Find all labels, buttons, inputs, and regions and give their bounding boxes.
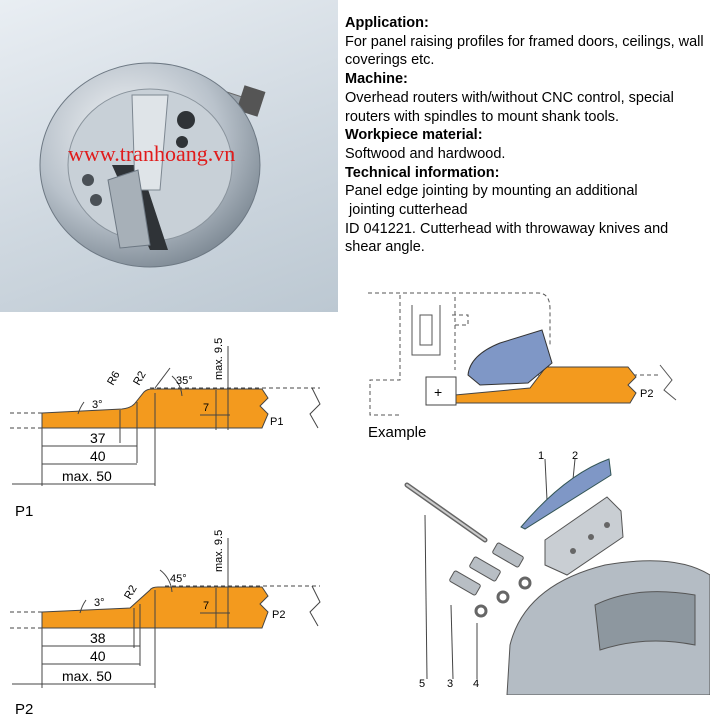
p1-tag: P1 bbox=[270, 416, 283, 428]
workpiece-text: Softwood and hardwood. bbox=[345, 145, 506, 162]
p1-dim-a: 37 bbox=[90, 430, 106, 446]
p2-dim-c: max. 50 bbox=[62, 668, 112, 684]
application-heading: Application: bbox=[345, 15, 429, 31]
p2-taper: 3° bbox=[94, 597, 105, 609]
p2-thickness: 7 bbox=[203, 600, 209, 612]
p1-angle: 35° bbox=[176, 375, 193, 387]
info-panel: Application: For panel raising profiles … bbox=[345, 14, 705, 257]
p1-dim-b: 40 bbox=[90, 448, 106, 464]
cutterhead-photo bbox=[0, 0, 338, 312]
p2-label: P2 bbox=[15, 701, 34, 718]
part-number-5: 5 bbox=[419, 678, 425, 690]
p2-angle: 45° bbox=[170, 573, 187, 585]
watermark-text: www.tranhoang.vn bbox=[68, 141, 236, 166]
exploded-gib bbox=[544, 496, 624, 576]
p1-thickness: 7 bbox=[203, 402, 209, 414]
p1-max-depth: max. 9.5 bbox=[213, 338, 225, 380]
example-tag: P2 bbox=[640, 388, 653, 400]
application-text: For panel raising profiles for framed do… bbox=[345, 33, 704, 69]
part-number-2: 2 bbox=[572, 450, 578, 462]
p1-taper: 3° bbox=[92, 399, 103, 411]
example-wood bbox=[454, 366, 637, 404]
cutterhead-illustration bbox=[39, 62, 266, 268]
workpiece-heading: Workpiece material: bbox=[345, 127, 483, 144]
machine-text: Overhead routers with/without CNC contro… bbox=[345, 89, 674, 125]
p2-r2: R2 bbox=[122, 583, 139, 601]
example-diagram: + P2 bbox=[368, 292, 677, 416]
p2-max-depth: max. 9.5 bbox=[213, 530, 225, 572]
p1-r2: R2 bbox=[131, 369, 148, 387]
p1-dim-c: max. 50 bbox=[62, 468, 112, 484]
profile-p2-drawing: 38 40 max. 50 3° 45° 7 P2 R2 max. 9.5 bbox=[10, 530, 321, 688]
example-knife bbox=[467, 329, 553, 386]
technical-text-1: Panel edge jointing by mounting an addit… bbox=[345, 183, 638, 200]
technical-text-3: ID 041221. Cutterhead with throwaway kni… bbox=[345, 220, 669, 256]
p2-tag: P2 bbox=[272, 609, 285, 621]
technical-text-2: jointing cutterhead bbox=[345, 202, 468, 219]
example-label: Example bbox=[368, 424, 427, 441]
technical-heading: Technical information: bbox=[345, 164, 500, 181]
profile-p1-drawing: 37 40 max. 50 3° 35° 7 P1 R6 R2 max. 9.5 bbox=[10, 338, 321, 486]
svg-text:+: + bbox=[434, 384, 442, 400]
part-number-1: 1 bbox=[538, 450, 544, 462]
exploded-view-diagram: 1 2 3 4 5 bbox=[404, 450, 710, 695]
machine-heading: Machine: bbox=[345, 71, 408, 88]
p1-r6: R6 bbox=[105, 369, 122, 387]
p2-dim-a: 38 bbox=[90, 630, 106, 646]
part-number-4: 4 bbox=[473, 678, 479, 690]
p1-label: P1 bbox=[15, 503, 34, 520]
exploded-knife bbox=[520, 458, 612, 530]
part-number-3: 3 bbox=[447, 678, 453, 690]
p2-dim-b: 40 bbox=[90, 648, 106, 664]
